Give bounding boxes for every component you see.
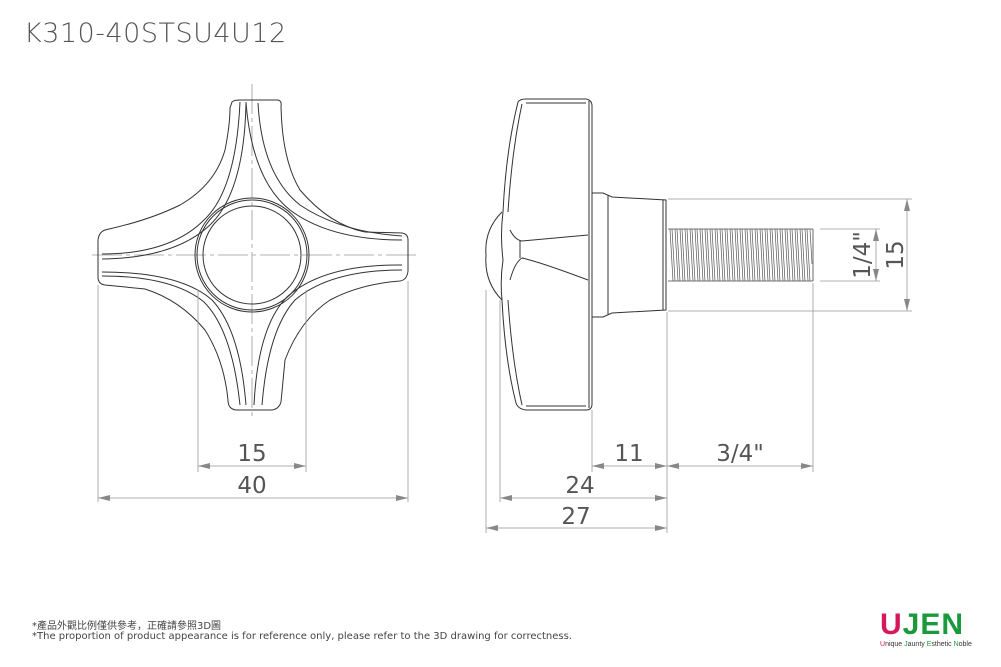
dome: [485, 211, 503, 301]
dim-hub-diameter: 15: [237, 441, 266, 467]
dim-overall-length: 27: [561, 504, 590, 530]
dim-boss-diameter: 15: [883, 240, 909, 269]
dim-thread-diameter: 1/4": [850, 231, 876, 279]
note-chinese: *產品外觀比例僅供參考，正確請參照3D圖: [32, 621, 222, 632]
side-view: [485, 98, 667, 411]
part-number-title: K310-40STSU4U12: [24, 18, 287, 49]
knob-outline: [97, 99, 409, 411]
ujen-logo: UJEN Unique Jaunty Esthetic Noble: [880, 608, 972, 649]
centerlines: [92, 84, 418, 420]
knob-body: [500, 98, 593, 411]
note-english: *The proportion of product appearance is…: [32, 631, 572, 642]
side-view-dimensions: [485, 198, 912, 533]
thread-pitch-lines: [669, 228, 813, 282]
boss: [592, 192, 667, 318]
dim-thread-length: 3/4": [716, 441, 764, 467]
dim-boss-length: 11: [614, 441, 643, 467]
logo-tagline: Unique Jaunty Esthetic Noble: [880, 641, 972, 648]
front-view-dimensions: [97, 281, 409, 502]
hub-outer-circle: [194, 197, 310, 313]
dim-body-length: 24: [565, 473, 594, 499]
logo-wordmark: UJEN: [880, 608, 965, 641]
dim-overall-diameter: 40: [237, 473, 266, 499]
hub-inner-circle: [202, 205, 302, 305]
front-view: [92, 84, 418, 420]
